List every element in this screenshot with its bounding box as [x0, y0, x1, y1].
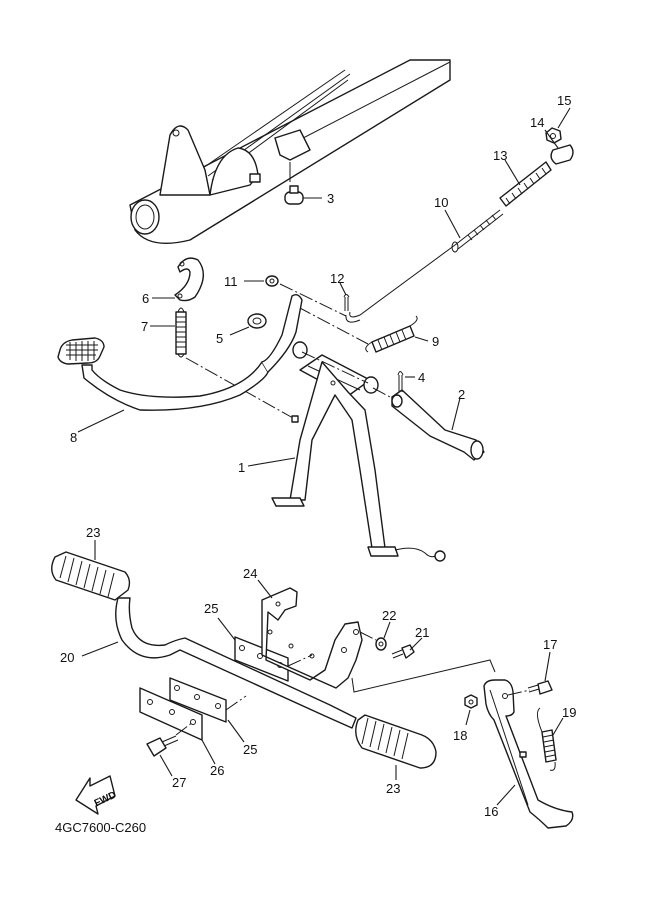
callout-22: 22: [382, 608, 396, 623]
callout-16: 16: [484, 804, 498, 819]
part-1-center-stand: 1: [238, 341, 446, 562]
part-13-spring: 13: [493, 148, 552, 207]
callout-26: 26: [210, 763, 224, 778]
callout-25-upper: 25: [204, 601, 218, 616]
forward-direction-arrow: FWD: [75, 775, 118, 815]
callout-3: 3: [327, 191, 334, 206]
part-16-side-stand: 16: [483, 679, 574, 829]
part-15-nut: 15: [545, 93, 571, 144]
callout-18: 18: [453, 728, 467, 743]
part-10-brake-rod: 10: [345, 195, 504, 323]
part-23-footrest-rubber-right: 23: [355, 714, 437, 796]
drawing-code: 4GC7600-C260: [55, 820, 146, 835]
callout-12: 12: [330, 271, 344, 286]
part-21-bolt: 21: [391, 625, 429, 659]
part-14-joint: 14: [530, 115, 574, 165]
part-25-plate-lower: 25: [169, 677, 257, 757]
callout-23-left: 23: [86, 525, 100, 540]
callout-5: 5: [216, 331, 223, 346]
part-25-plate-upper: 25: [204, 601, 313, 682]
part-19-spring: 19: [536, 705, 576, 771]
part-3-damper: 3: [284, 185, 334, 206]
callout-24: 24: [243, 566, 257, 581]
part-20-footrest-bar: 20: [60, 597, 357, 729]
frame-tube: [129, 59, 451, 244]
callout-19: 19: [562, 705, 576, 720]
callout-8: 8: [70, 430, 77, 445]
part-8-brake-pedal: 8: [57, 293, 303, 445]
callout-20: 20: [60, 650, 74, 665]
part-4-cotter-pin: 4: [397, 370, 425, 392]
callout-11: 11: [224, 274, 238, 289]
callout-10: 10: [434, 195, 448, 210]
callout-6: 6: [142, 291, 149, 306]
part-22-washer: 22: [359, 608, 396, 651]
callout-13: 13: [493, 148, 507, 163]
part-23-footrest-rubber-left: 23: [51, 525, 131, 601]
callout-15: 15: [557, 93, 571, 108]
part-17-bolt: 17: [527, 637, 557, 695]
part-24-bracket: 24: [243, 566, 496, 693]
callout-17: 17: [543, 637, 557, 652]
part-18-nut: 18: [453, 694, 478, 743]
part-2-shaft: 2: [372, 387, 485, 461]
part-11-washer: 11: [224, 274, 279, 289]
part-12-cotter-pin: 12: [330, 271, 350, 311]
callout-14: 14: [530, 115, 544, 130]
callout-27: 27: [172, 775, 186, 790]
callout-4: 4: [418, 370, 425, 385]
part-9-spring: 9: [279, 283, 439, 353]
callout-21: 21: [415, 625, 429, 640]
callout-25-lower: 25: [243, 742, 257, 757]
part-27-bolt: 27: [146, 735, 186, 790]
part-5-washer: 5: [216, 313, 267, 346]
part-26-plate: 26: [139, 687, 224, 778]
callout-1: 1: [238, 460, 245, 475]
part-6-plate: 6: [142, 257, 204, 306]
callout-9: 9: [432, 334, 439, 349]
callout-7: 7: [141, 319, 148, 334]
callout-2: 2: [458, 387, 465, 402]
callout-23-right: 23: [386, 781, 400, 796]
